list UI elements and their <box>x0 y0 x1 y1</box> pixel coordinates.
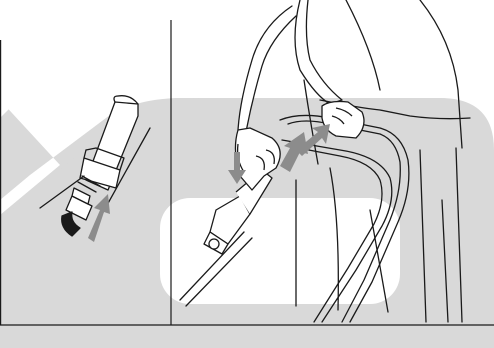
right-tube-clamp <box>203 169 273 255</box>
right-hand <box>321 100 365 139</box>
arrow-right-up-2 <box>296 124 330 156</box>
arrow-right-down <box>228 152 246 184</box>
left-hand <box>234 127 281 191</box>
arrow-left-up <box>88 194 110 242</box>
arrow-right-up <box>280 132 308 172</box>
left-notch <box>0 100 12 118</box>
left-handle-detail <box>39 95 151 237</box>
highlight-box <box>160 198 400 304</box>
